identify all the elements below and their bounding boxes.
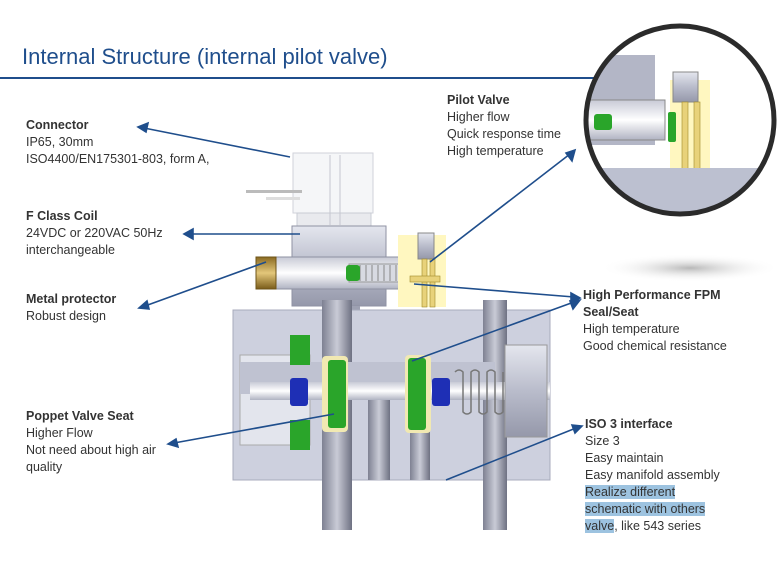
leader-connector xyxy=(136,121,291,158)
callout-connector: Connector IP65, 30mm ISO4400/EN175301-80… xyxy=(26,117,209,168)
return-spring xyxy=(454,369,504,415)
poppet-nut-right xyxy=(432,378,450,406)
magnified-pilot-view xyxy=(583,23,777,217)
connector-line: ISO4400/EN175301-803, form A, xyxy=(26,152,210,166)
coil-line: interchangeable xyxy=(26,243,115,257)
poppet-heading: Poppet Valve Seat xyxy=(26,409,134,423)
leader-metal-protector xyxy=(137,261,267,310)
fpm-line: Good chemical resistance xyxy=(583,339,727,353)
armature-tube xyxy=(269,256,414,290)
iso-highlighted-text: Realize different xyxy=(585,485,676,499)
coil-line: 24VDC or 220VAC 50Hz xyxy=(26,226,163,240)
leader-iso xyxy=(445,424,584,481)
poppet-line: Higher Flow xyxy=(26,426,93,440)
pilot-line: High temperature xyxy=(447,144,544,158)
connector-line: IP65, 30mm xyxy=(26,135,94,149)
callout-fpm: High Performance FPM Seal/Seat High temp… xyxy=(583,287,727,355)
pilot-line: Quick response time xyxy=(447,127,561,141)
leader-fpm-poppet xyxy=(411,299,582,362)
leader-coil xyxy=(182,227,300,241)
poppet-seal-right xyxy=(408,358,426,430)
coil-heading: F Class Coil xyxy=(26,209,98,223)
iso-highlighted-text: schematic with others xyxy=(585,502,706,516)
lens-shadow xyxy=(600,254,780,282)
slide-title: Internal Structure (internal pilot valve… xyxy=(22,44,388,69)
title-underline xyxy=(0,77,600,79)
iso-highlighted-text: valve xyxy=(585,519,615,533)
callout-iso: ISO 3 interface Size 3 Easy maintain Eas… xyxy=(585,416,720,535)
pilot-valve-block xyxy=(398,232,446,308)
fpm-line: High temperature xyxy=(583,322,680,336)
iso-line-tail: , like 543 series xyxy=(614,519,702,533)
plunger-seal xyxy=(346,265,360,281)
callout-poppet: Poppet Valve Seat Higher Flow Not need a… xyxy=(26,408,156,476)
callout-pilot: Pilot Valve Higher flow Quick response t… xyxy=(447,92,561,160)
fpm-heading: High Performance FPM xyxy=(583,288,721,302)
poppet-line: quality xyxy=(26,460,63,474)
iso-line: Size 3 xyxy=(585,434,620,448)
leader-poppet xyxy=(166,413,335,449)
fpm-heading: Seal/Seat xyxy=(583,305,639,319)
leader-pilot xyxy=(429,148,577,263)
iso-line: Easy manifold assembly xyxy=(585,468,720,482)
connector-heading: Connector xyxy=(26,118,89,132)
iso-heading: ISO 3 interface xyxy=(585,417,673,431)
metal-protector-heading: Metal protector xyxy=(26,292,117,306)
callout-coil: F Class Coil 24VDC or 220VAC 50Hz interc… xyxy=(26,208,163,259)
callout-metal-protector: Metal protector Robust design xyxy=(26,291,116,325)
poppet-seal-left xyxy=(328,360,346,428)
pilot-heading: Pilot Valve xyxy=(447,93,510,107)
metal-protector xyxy=(255,256,277,290)
poppet-nut-left xyxy=(290,378,308,406)
poppet-line: Not need about high air xyxy=(26,443,156,457)
valve-body xyxy=(232,300,551,530)
metal-protector-line: Robust design xyxy=(26,309,106,323)
pilot-line: Higher flow xyxy=(447,110,510,124)
connector-housing xyxy=(246,152,374,228)
iso-line: Easy maintain xyxy=(585,451,664,465)
